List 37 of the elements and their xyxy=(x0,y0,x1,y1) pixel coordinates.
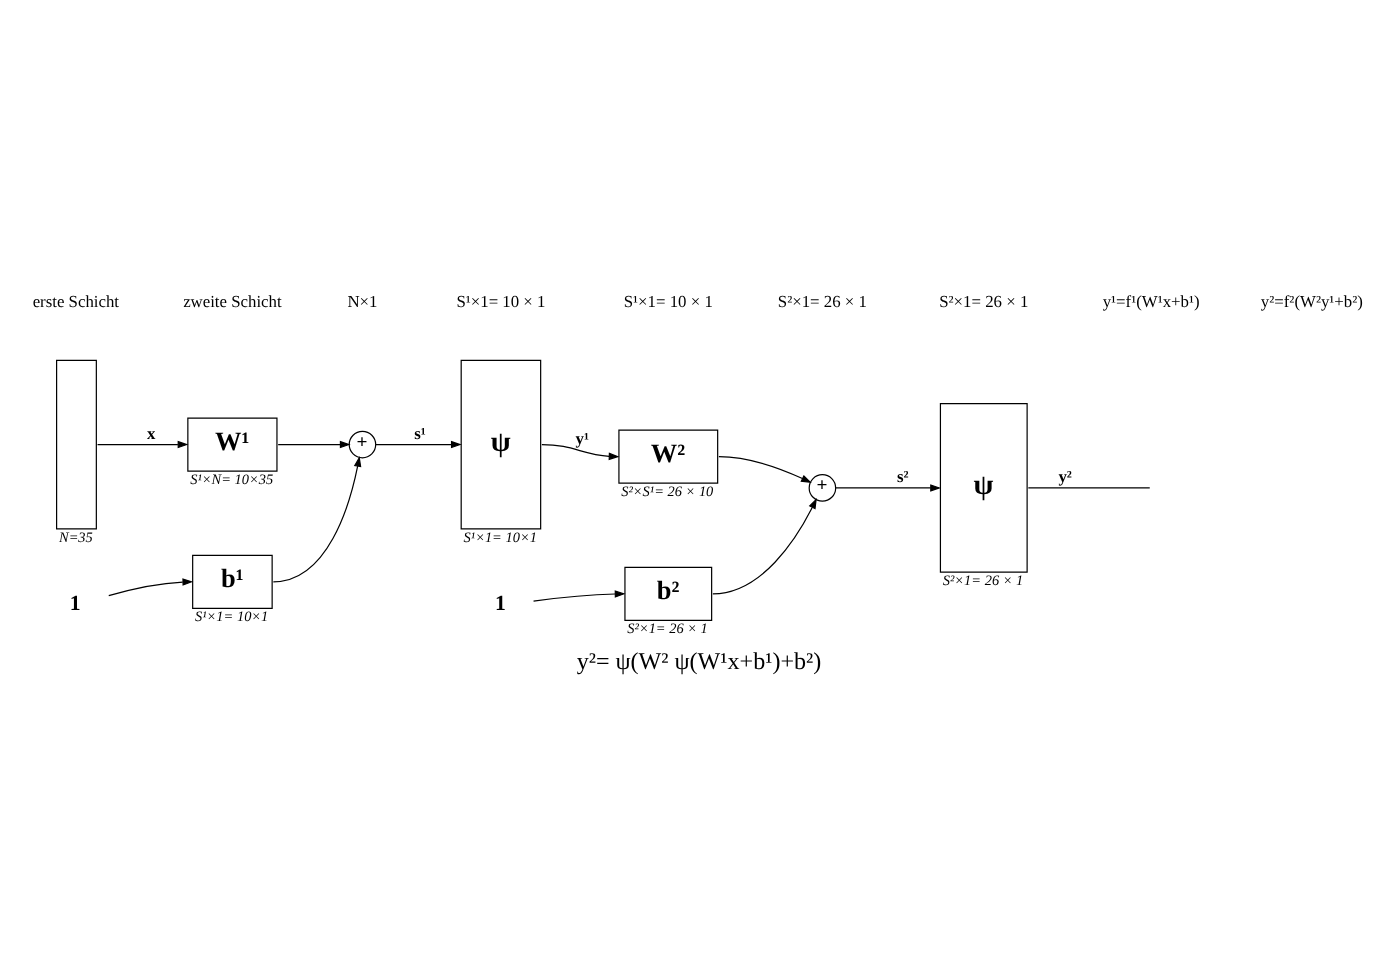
arrow xyxy=(96,439,189,448)
arrow xyxy=(375,439,462,448)
node-circle: + xyxy=(348,429,377,458)
arrow xyxy=(108,577,194,596)
arrow xyxy=(272,454,362,582)
label: S¹×1= 10 × 1 xyxy=(623,289,713,310)
edge-label: y¹ xyxy=(575,426,590,447)
connector xyxy=(1027,486,1151,488)
node-box: ψ xyxy=(460,358,542,529)
arrow xyxy=(718,455,812,482)
label: S²×1= 26 × 1 xyxy=(777,289,867,310)
node-box: b² xyxy=(624,565,713,620)
label: y²=f²(W²y¹+b²) xyxy=(1260,289,1363,310)
node-box: b¹ xyxy=(192,553,273,608)
arrow xyxy=(277,439,351,448)
label: erste Schicht xyxy=(32,289,120,310)
arrow xyxy=(712,497,817,594)
node-box: W² xyxy=(618,428,719,483)
node-box: ψ xyxy=(939,402,1028,572)
caption: y²= ψ(W² ψ(W¹x+b¹)+b²) xyxy=(576,646,822,675)
edge-label: s¹ xyxy=(414,421,426,442)
node-box: W¹ xyxy=(187,416,278,471)
arrow xyxy=(532,589,626,601)
edge-label: y² xyxy=(1058,465,1072,486)
arrow xyxy=(835,483,942,491)
label: S¹×1= 10 × 1 xyxy=(456,289,546,310)
node-text: 1 xyxy=(494,591,506,616)
edge-label: x xyxy=(146,421,156,442)
arrow xyxy=(541,442,620,460)
label: N×1 xyxy=(347,289,378,310)
label: zweite Schicht xyxy=(183,289,282,310)
label: y¹=f¹(W¹x+b¹) xyxy=(1102,289,1200,310)
label: S²×1= 26 × 1 xyxy=(939,289,1029,310)
node-text: 1 xyxy=(69,591,81,616)
node-bar xyxy=(56,358,97,529)
edge-label: s² xyxy=(897,465,909,486)
node-circle: + xyxy=(808,473,837,501)
